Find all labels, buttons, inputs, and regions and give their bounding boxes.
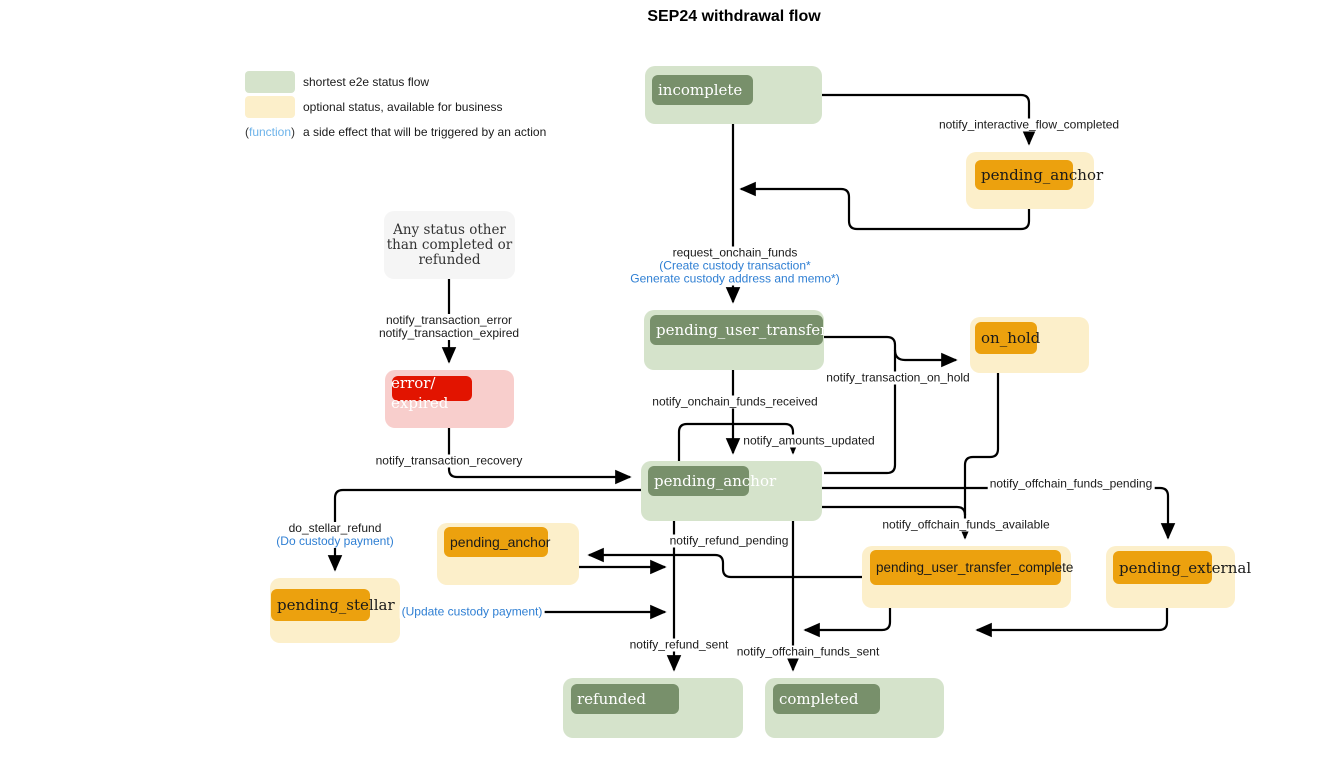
edge-notify-transaction-on-hold — [893, 349, 958, 368]
label-notify-refund-sent: notify_refund_sent — [627, 637, 731, 652]
label-notify-offchain-funds-available: notify_offchain_funds_available — [880, 517, 1052, 532]
label-notify-transaction-on-hold: notify_transaction_on_hold — [824, 370, 972, 385]
node-completed: completed — [765, 678, 944, 738]
node-refunded: refunded — [563, 678, 743, 738]
node-pending-stellar-label: pending_stellar — [271, 589, 395, 621]
label-request-onchain-funds-fn1: (Create custody transaction* — [659, 258, 811, 273]
node-pending-user-transfer-complete: pending_user_transfer_complete — [862, 546, 1073, 608]
node-any-status-line2: than completed or — [386, 236, 513, 253]
label-notify-transaction-recovery: notify_transaction_recovery — [373, 453, 525, 468]
edge-transfer-complete-bottom — [803, 608, 892, 638]
label-update-custody-payment: (Update custody payment) — [399, 604, 545, 619]
node-pending-external: pending_external — [1106, 546, 1251, 608]
node-incomplete-label: incomplete — [652, 75, 753, 105]
legend-green-label: shortest e2e status flow — [303, 75, 430, 89]
node-completed-label: completed — [773, 684, 880, 714]
edge-pending-anchor-top-return — [739, 181, 1031, 231]
legend-function-word: function — [249, 125, 292, 139]
legend-paren-close: ) — [291, 125, 296, 139]
node-pending-anchor-top-label: pending_anchor — [975, 160, 1103, 190]
edge-notify-interactive-flow-completed — [822, 93, 1037, 146]
label-request-onchain-funds-fn2: Generate custody address and memo*) — [630, 271, 840, 286]
node-on-hold: on_hold — [970, 317, 1089, 373]
label-notify-interactive-flow-completed: notify_interactive_flow_completed — [936, 117, 1122, 132]
node-any-status-line3: refunded — [418, 251, 481, 268]
legend-yellow-swatch — [245, 96, 295, 118]
node-pending-external-label: pending_external — [1113, 551, 1251, 584]
label-notify-amounts-updated: notify_amounts_updated — [741, 433, 877, 448]
edge-pending-anchor-to-available-join — [822, 505, 967, 516]
node-pending-stellar: pending_stellar — [270, 578, 400, 643]
node-pending-user-transfer-start-label: pending_user_transfer_start — [650, 315, 824, 345]
node-pending-user-transfer-complete-label: pending_user_transfer_complete — [870, 550, 1073, 585]
node-pending-anchor-yellow: pending_anchor — [437, 523, 579, 585]
node-on-hold-label: on_hold — [975, 322, 1040, 354]
label-notify-refund-pending: notify_refund_pending — [667, 533, 791, 548]
node-error-expired-chip — [392, 376, 472, 401]
node-any-status-line1: Any status other — [393, 221, 506, 238]
legend-yellow-label: optional status, available for business — [303, 100, 503, 114]
edge-do-stellar-refund — [327, 488, 641, 572]
edge-notify-amounts-updated-loop — [677, 422, 801, 461]
label-do-stellar-refund: do_stellar_refund (Do custody payment) — [274, 521, 396, 548]
label-notify-offchain-funds-sent: notify_offchain_funds_sent — [734, 644, 882, 659]
edge-notify-transaction-recovery — [447, 428, 632, 485]
node-pending-anchor-top: pending_anchor — [966, 152, 1103, 209]
node-pending-anchor-center-label: pending_anchor — [648, 466, 776, 496]
edge-pending-external-bottom — [975, 608, 1169, 638]
node-error-expired: error/ expired — [385, 370, 514, 428]
node-any-status: Any status other than completed or refun… — [384, 211, 515, 279]
node-refunded-label: refunded — [571, 684, 679, 714]
page-title: SEP24 withdrawal flow — [647, 8, 821, 25]
label-notify-offchain-funds-pending: notify_offchain_funds_pending — [987, 476, 1155, 491]
legend-green-swatch — [245, 71, 295, 93]
edge-start-to-pending-anchor-right — [822, 335, 897, 475]
node-pending-user-transfer-start: pending_user_transfer_start — [644, 310, 824, 370]
label-notify-transaction-error-expired: notify_transaction_error notify_transact… — [376, 313, 522, 340]
node-incomplete: incomplete — [645, 66, 822, 124]
edge-on-hold-to-transfer-complete — [957, 373, 1000, 540]
legend-function-desc: a side effect that will be triggered by … — [303, 125, 547, 139]
legend-function-token: (function) — [245, 125, 295, 139]
label-do-stellar-refund-fn: (Do custody payment) — [276, 534, 394, 548]
edge-notify-offchain-funds-pending — [822, 486, 1176, 540]
label-request-onchain-funds: request_onchain_funds (Create custody tr… — [628, 245, 842, 286]
edge-complete-to-pending-anchor-yellow — [587, 547, 862, 579]
legend-paren-open: ( — [245, 125, 249, 139]
node-pending-anchor-center: pending_anchor — [641, 461, 822, 521]
node-pending-anchor-yellow-label: pending_anchor — [444, 527, 550, 557]
label-notify-onchain-funds-received: notify_onchain_funds_received — [650, 394, 820, 409]
node-error-expired-label: error/ expired — [391, 374, 449, 412]
